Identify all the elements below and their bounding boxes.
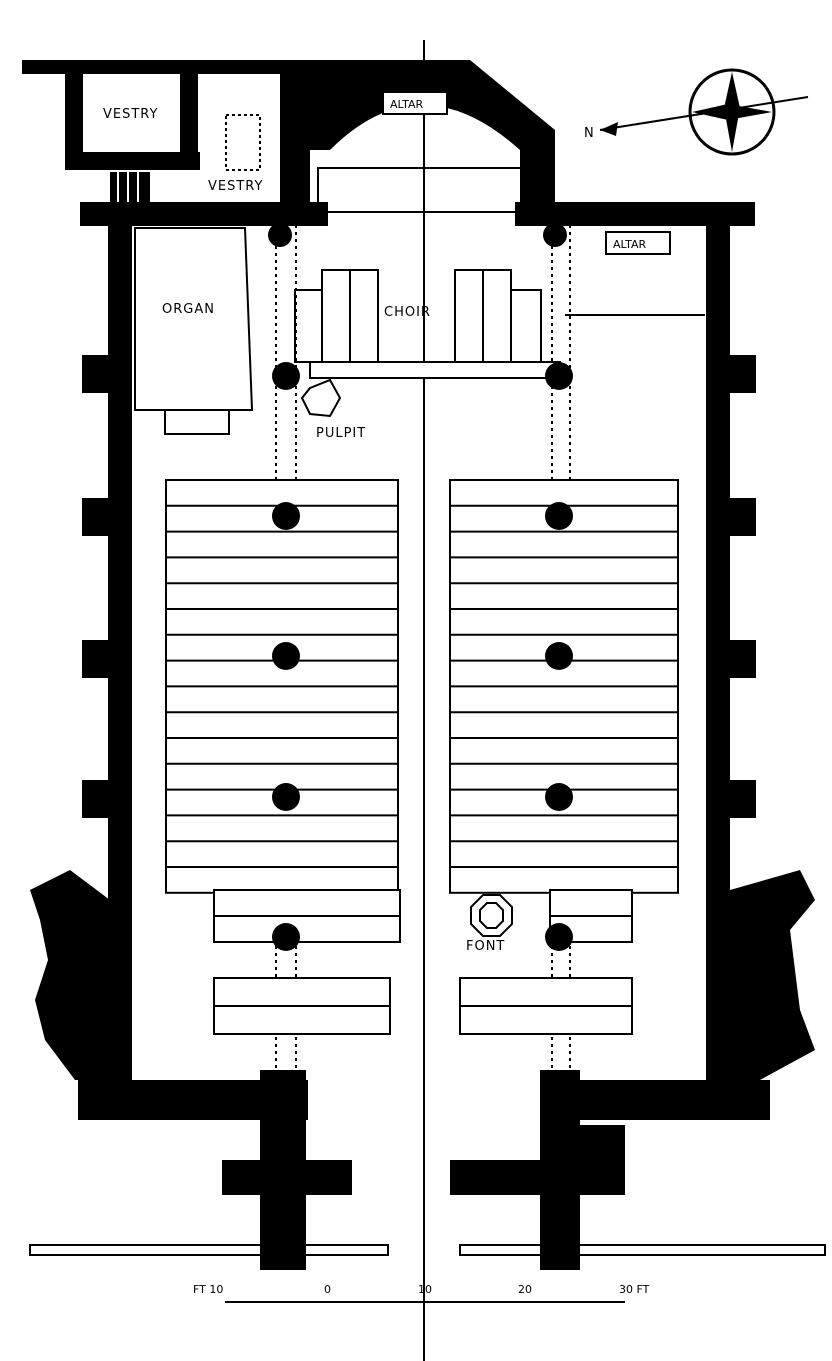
pulpit-label: PULPIT — [316, 426, 366, 441]
nave-columns — [268, 223, 573, 951]
font — [470, 894, 513, 937]
vestry-label-1: VESTRY — [103, 107, 158, 122]
compass-rose — [599, 68, 809, 156]
side-altar-box — [605, 231, 671, 255]
altar-side-label: ALTAR — [613, 238, 647, 251]
compass-north-label: N — [584, 126, 595, 141]
vestry-label-2: VESTRY — [208, 179, 263, 194]
organ-label: ORGAN — [162, 302, 215, 317]
vestry-block — [22, 60, 327, 210]
scale-tick-2: 0 — [324, 1283, 331, 1296]
scale-tick-4: 20 — [518, 1283, 532, 1296]
pews-right — [449, 479, 679, 894]
scale-tick-3: 10 — [418, 1283, 432, 1296]
organ — [134, 227, 254, 435]
font-label: FONT — [466, 939, 505, 954]
pews-left — [165, 479, 399, 894]
choir-stalls — [294, 269, 561, 379]
scale-tick-5: 30 FT — [619, 1283, 650, 1296]
scale-bar: FT 10 0 10 20 30 FT — [193, 1283, 650, 1303]
scale-tick-1: FT 10 — [193, 1283, 223, 1296]
apse — [292, 60, 555, 213]
altar-main-label: ALTAR — [390, 98, 424, 111]
pulpit — [300, 378, 342, 418]
choir-label: CHOIR — [384, 305, 431, 320]
nave-walls — [29, 202, 826, 1270]
